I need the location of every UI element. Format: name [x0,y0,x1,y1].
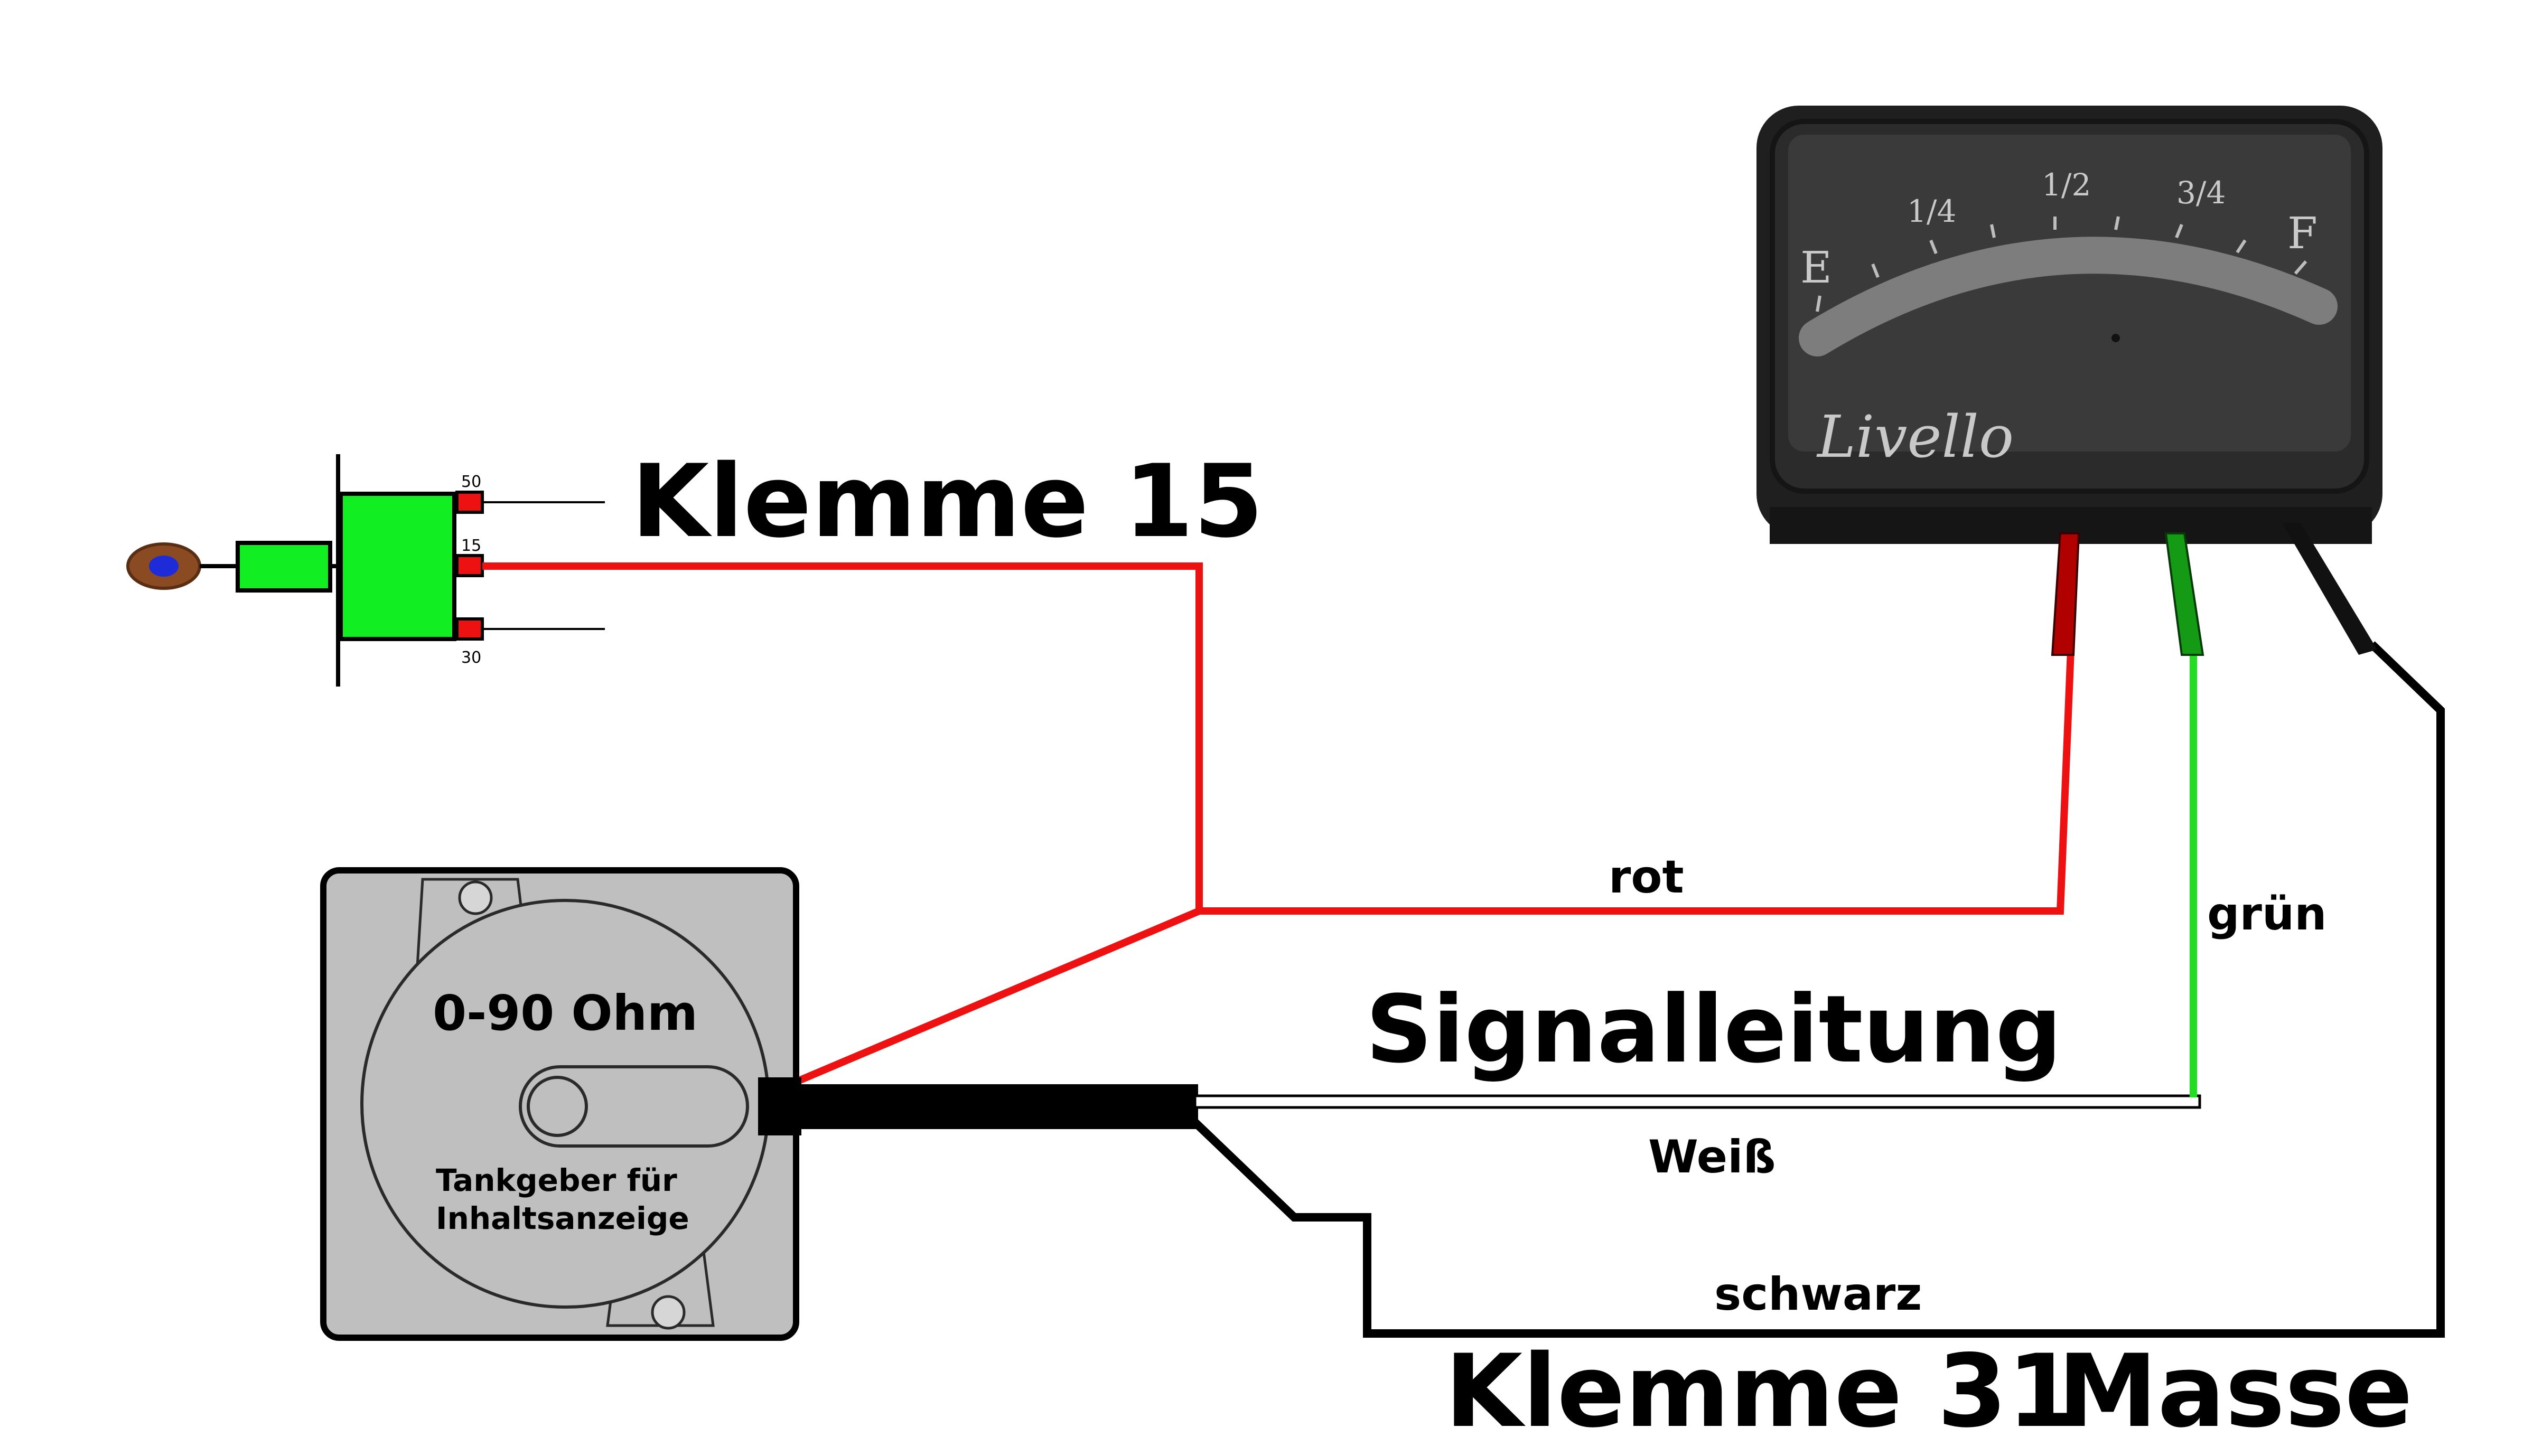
pin-label-50: 50 [461,473,481,491]
tank-sender: 0-90 Ohm Tankgeber für Inhaltsanzeige [320,867,801,1341]
gauge-lead-black [2282,523,2377,655]
livello-gauge: E 1/4 1/2 3/4 F Livello [1756,106,2382,656]
switch-pin-15 [455,554,484,577]
key-hole-icon [149,556,179,577]
gauge-mark-full: F [2287,209,2318,259]
gauge-lead-red [2051,532,2080,656]
label-masse: Masse [2058,1333,2413,1450]
sender-resistance-label: 0-90 Ohm [433,985,698,1041]
switch-actuator [236,541,332,593]
gauge-ticks [1816,216,2307,312]
pin-label-30: 30 [461,649,481,667]
label-signalleitung: Signalleitung [1366,975,2062,1084]
wire-white-signal [1193,1094,2201,1109]
gauge-mark-quarter: 1/4 [1907,193,1956,229]
pin-label-15: 15 [461,537,481,555]
label-klemme-31: Klemme 31 [1445,1333,2077,1450]
gauge-mark-half: 1/2 [2042,167,2091,203]
label-wire-schwarz: schwarz [1714,1268,1922,1321]
label-klemme-15: Klemme 15 [631,443,1264,560]
gauge-lead-green [2164,532,2204,656]
gauge-brand-logo: Livello [1816,403,2014,471]
gauge-scale-arc [1799,237,2338,356]
ignition-switch: 50 15 30 [126,454,605,687]
sender-cable [792,1084,1198,1129]
switch-pin-50 [455,491,484,514]
wire-black-ground [1192,641,2445,1338]
sender-caption-line1: Tankgeber für [436,1162,677,1198]
gauge-mark-empty: E [1800,243,1832,293]
switch-body [339,492,456,641]
gauge-face [1788,135,2351,452]
label-wire-rot: rot [1609,851,1684,904]
label-wire-gruen: grün [2207,888,2326,941]
gauge-sensor-dot [2111,334,2120,342]
gauge-mark-three-quarter: 3/4 [2176,175,2226,211]
switch-pin-30 [455,617,484,641]
wire-red [482,562,2075,1084]
label-wire-weiss: Weiß [1648,1131,1776,1183]
sender-caption-line2: Inhaltsanzeige [436,1200,689,1236]
